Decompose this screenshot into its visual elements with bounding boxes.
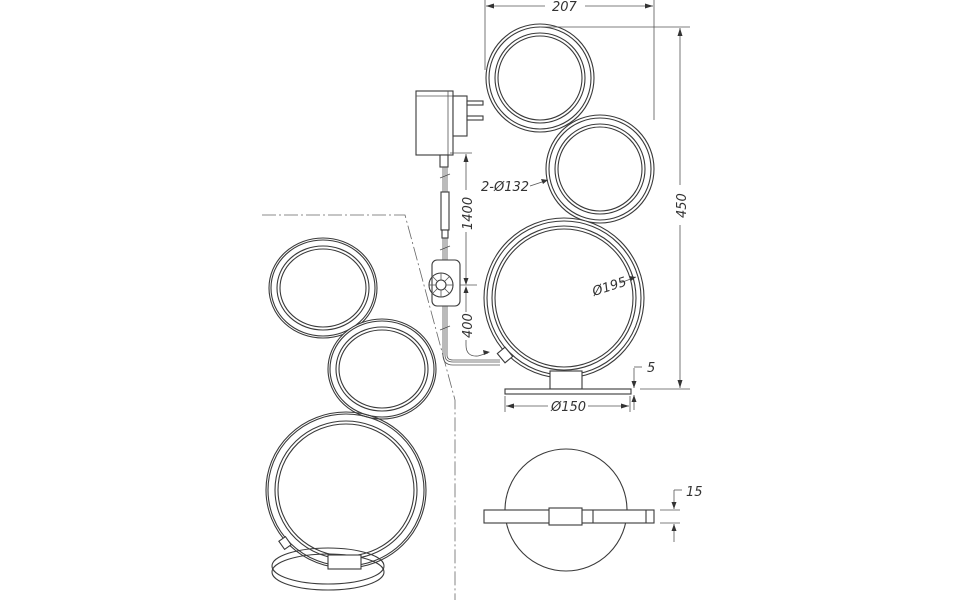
perspective-view xyxy=(262,214,456,600)
base-thickness-label: 5 xyxy=(647,361,655,376)
front-cable-port xyxy=(496,346,514,364)
cable-length-label: 1400 xyxy=(461,197,476,230)
top-view: 15 xyxy=(483,448,703,572)
perspective-middle-ring xyxy=(327,318,437,420)
small-rings-diameter-label: 2-Ø132 xyxy=(481,180,529,195)
dimension-lines: 207 450 2-Ø132 Ø195 Ø150 5 xyxy=(450,0,690,415)
front-elevation xyxy=(415,23,655,395)
height-label: 450 xyxy=(675,193,690,218)
switch-to-lamp-label: 400 xyxy=(461,313,476,338)
perspective-top-ring xyxy=(268,237,378,339)
front-second-ring xyxy=(545,114,655,224)
perspective-cable-port xyxy=(278,535,292,551)
inline-dimmer-switch xyxy=(428,259,461,307)
front-ring-mount xyxy=(549,370,583,390)
base-diameter-label: Ø150 xyxy=(550,400,586,415)
plug-adapter xyxy=(415,90,484,168)
front-large-ring xyxy=(483,217,645,379)
front-base-plate xyxy=(504,388,632,395)
top-view-thickness-label: 15 xyxy=(686,485,703,500)
top-view-mount xyxy=(548,507,583,526)
power-cable xyxy=(439,167,500,366)
view-separator-line xyxy=(262,214,456,600)
perspective-ring-mount xyxy=(327,554,362,570)
width-label: 207 xyxy=(552,0,578,15)
front-top-ring xyxy=(485,23,595,133)
